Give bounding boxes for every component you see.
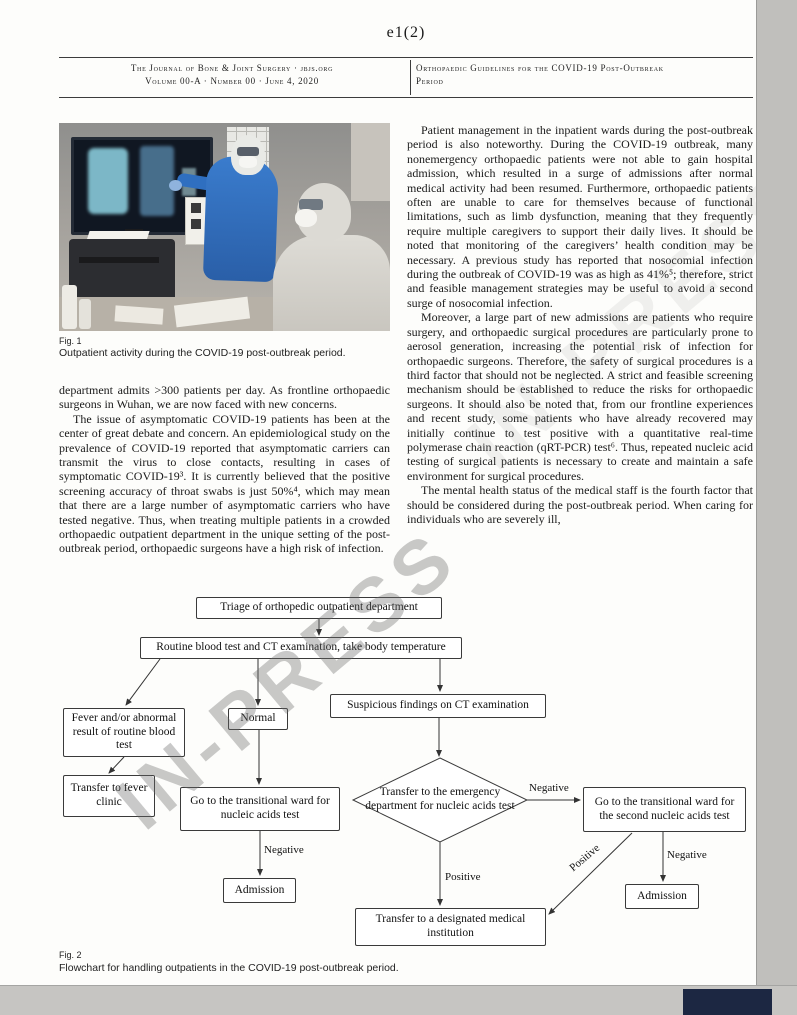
photo-sanitizer-bottle-2	[79, 299, 91, 329]
body-paragraph: The issue of asymptomatic COVID-19 patie…	[59, 411, 390, 556]
flowchart-node-admission-right: Admission	[625, 884, 699, 909]
scan-edge-right	[756, 0, 797, 1015]
header-rule-bottom	[59, 97, 753, 98]
flowchart-node-normal: Normal	[228, 708, 288, 730]
photo-xray-image-right	[140, 146, 174, 216]
photo-blue-ppe-person	[202, 155, 280, 283]
body-paragraph: The mental health status of the medical …	[407, 483, 753, 526]
edge-label-positive-down: Positive	[445, 871, 481, 883]
photo-blue-ppe-mask	[239, 156, 257, 168]
photo-qr-code	[191, 203, 201, 213]
journal-volume-line: Volume 00-A · Number 00 · June 4, 2020	[145, 76, 319, 86]
article-running-title: Orthopaedic Guidelines for the COVID-19 …	[416, 62, 753, 88]
photo-qr-code	[191, 219, 201, 229]
figure-2-flowchart: Triage of orthopedic outpatient departme…	[55, 592, 765, 954]
left-text-column: department admits >300 patients per day.…	[59, 383, 390, 556]
flowchart-node-transitional-ward-second: Go to the transitional ward for the seco…	[583, 787, 746, 832]
figure-2-label: Fig. 2	[59, 950, 82, 960]
figure-1-caption: Outpatient activity during the COVID-19 …	[59, 347, 346, 359]
photo-blue-ppe-glove	[169, 180, 182, 191]
scan-corner-block	[683, 989, 772, 1015]
flowchart-node-transitional-ward: Go to the transitional ward for nucleic …	[180, 787, 340, 831]
running-title-line1: Orthopaedic Guidelines for the COVID-19 …	[416, 63, 664, 73]
flowchart-node-fever-abnormal: Fever and/or abnormal result of routine …	[63, 708, 185, 757]
running-title-line2: Period	[416, 76, 444, 86]
page-number: e1(2)	[386, 24, 426, 41]
flowchart-node-emergency-department: Transfer to the emergency department for…	[365, 786, 515, 812]
body-paragraph: department admits >300 patients per day.…	[59, 383, 390, 412]
figure-1-label: Fig. 1	[59, 336, 82, 346]
journal-name: The Journal of Bone & Joint Surgery · jb…	[130, 63, 334, 73]
flowchart-node-triage: Triage of orthopedic outpatient departme…	[196, 597, 442, 619]
photo-door-panel	[351, 123, 390, 201]
photo-printer	[69, 239, 175, 301]
figure-2-caption: Flowchart for handling outpatients in th…	[59, 962, 399, 974]
photo-white-ppe-person	[273, 235, 390, 331]
photo-desk-paper-2	[114, 305, 164, 325]
edge-label-negative-right: Negative	[667, 849, 707, 861]
flowchart-node-designated-institution: Transfer to a designated medical institu…	[355, 908, 546, 946]
flowchart-arrows	[108, 619, 666, 915]
flowchart-node-suspicious-ct: Suspicious findings on CT examination	[330, 694, 546, 718]
flowchart-node-routine-test: Routine blood test and CT examination, t…	[140, 637, 462, 659]
journal-masthead: The Journal of Bone & Joint Surgery · jb…	[59, 62, 405, 88]
photo-white-ppe-mask	[295, 209, 317, 227]
right-text-column: Patient management in the inpatient ward…	[407, 123, 753, 526]
header-divider	[410, 60, 411, 95]
photo-xray-image-left	[88, 148, 128, 214]
body-paragraph: Moreover, a large part of new admissions…	[407, 310, 753, 483]
photo-blue-ppe-goggles	[237, 147, 259, 156]
photo-printer-slot	[79, 257, 159, 263]
flowchart-node-transfer-fever-clinic: Transfer to fever clinic	[63, 775, 155, 817]
scan-edge-bottom	[0, 985, 797, 1015]
figure-1-photo	[59, 123, 390, 331]
photo-sanitizer-bottle	[62, 285, 77, 329]
edge-label-negative-mid: Negative	[529, 782, 569, 794]
photo-white-ppe-goggles	[299, 199, 323, 210]
header-rule-top	[59, 57, 753, 58]
body-paragraph: Patient management in the inpatient ward…	[407, 123, 753, 310]
edge-label-negative-left: Negative	[264, 844, 304, 856]
flowchart-node-admission-left: Admission	[223, 878, 296, 903]
